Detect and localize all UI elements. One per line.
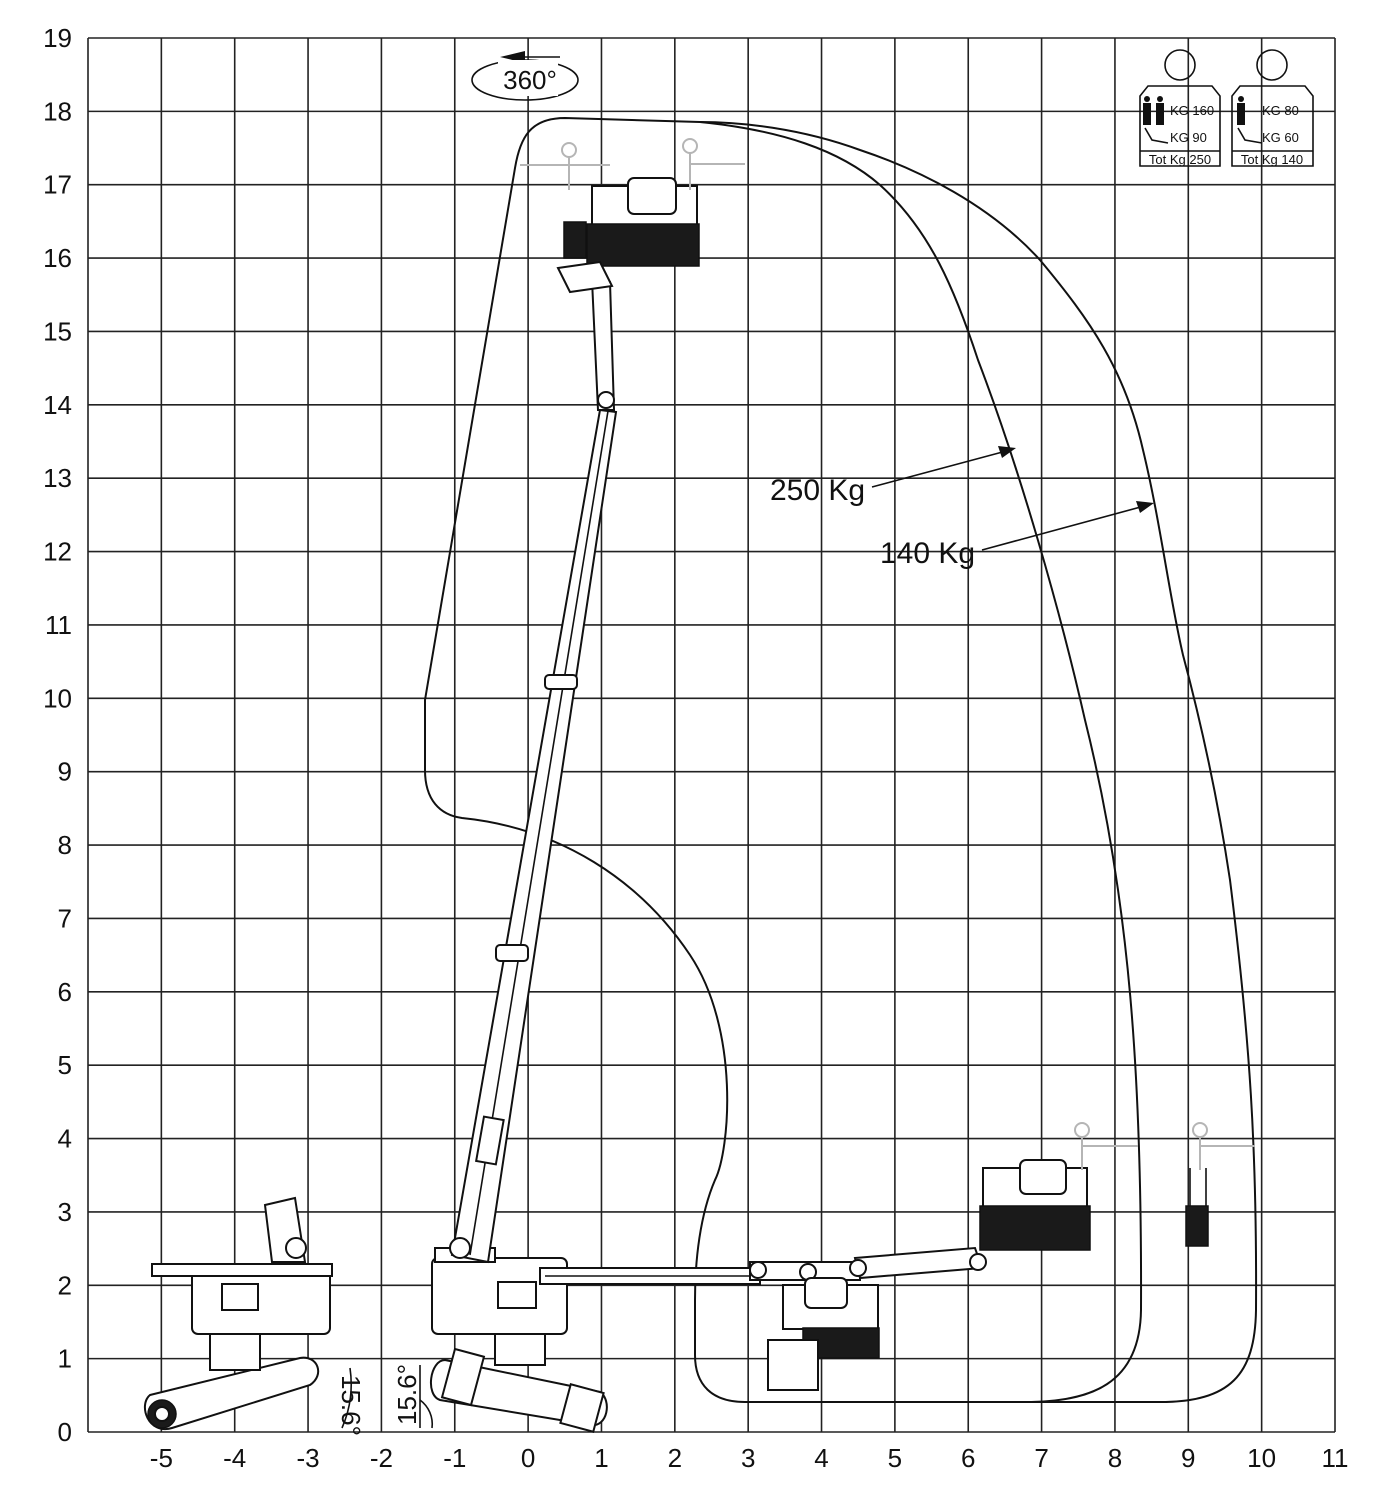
x-tick-label: 8: [1108, 1443, 1122, 1473]
load-panel-line2: KG 60: [1262, 130, 1299, 145]
boom-vertical: [449, 278, 618, 1264]
x-tick-label: -5: [150, 1443, 173, 1473]
x-tick-label: 5: [888, 1443, 902, 1473]
y-tick-label: 1: [58, 1344, 72, 1374]
load-panel-250: KG 160 KG 90 Tot Kg 250: [1139, 49, 1221, 167]
machine-base-slope: [429, 1247, 608, 1433]
slope-angle-label: 15.6°: [392, 1364, 422, 1425]
y-tick-label: 2: [58, 1270, 72, 1300]
y-tick-label: 19: [43, 23, 72, 53]
rotation-symbol: 360°: [471, 51, 579, 101]
slope-angle-left: 15.6°: [336, 1367, 366, 1436]
y-tick-label: 0: [58, 1417, 72, 1447]
x-axis-ticks: -5 -4 -3 -2 -1 0 1 2 3 4 5 6 7 8 9 10 11: [150, 1443, 1349, 1473]
y-tick-label: 16: [43, 243, 72, 273]
label-250kg-group: 250 Kg: [770, 446, 1016, 507]
envelope-label-250kg: 250 Kg: [770, 474, 865, 507]
y-tick-label: 15: [43, 316, 72, 346]
label-140kg-group: 140 Kg: [880, 501, 1154, 570]
x-tick-label: 3: [741, 1443, 755, 1473]
load-panel-140: KG 80 KG 60 Tot Kg 140: [1231, 49, 1314, 167]
y-tick-label: 6: [58, 977, 72, 1007]
envelope-250kg-outline: [424, 116, 1143, 1403]
platform-mid: [979, 1159, 1209, 1251]
rotation-label: 360°: [503, 65, 557, 95]
y-tick-label: 9: [58, 757, 72, 787]
x-tick-label: -2: [370, 1443, 393, 1473]
slope-angle-label: 15.6°: [336, 1375, 366, 1436]
operator-figure: [520, 142, 610, 190]
y-tick-label: 18: [43, 96, 72, 126]
x-tick-label: 9: [1181, 1443, 1195, 1473]
x-tick-label: 6: [961, 1443, 975, 1473]
platform-top: [556, 177, 700, 294]
operator-figure: [1192, 1122, 1255, 1170]
operator-figure: [682, 138, 745, 190]
y-tick-label: 7: [58, 903, 72, 933]
y-tick-label: 12: [43, 537, 72, 567]
load-panel-line2: KG 90: [1170, 130, 1207, 145]
y-tick-label: 17: [43, 170, 72, 200]
y-tick-label: 5: [58, 1050, 72, 1080]
x-tick-label: 0: [521, 1443, 535, 1473]
y-tick-label: 3: [58, 1197, 72, 1227]
x-tick-label: 11: [1322, 1443, 1349, 1473]
y-tick-label: 11: [45, 610, 72, 640]
x-tick-label: 10: [1247, 1443, 1276, 1473]
envelope-140kg-outline: [699, 121, 1258, 1403]
load-panel-total: Tot Kg 250: [1149, 152, 1211, 167]
y-tick-label: 4: [58, 1124, 72, 1154]
x-tick-label: 7: [1034, 1443, 1048, 1473]
x-tick-label: 1: [594, 1443, 608, 1473]
x-tick-label: -4: [223, 1443, 246, 1473]
operator-figure: [1074, 1122, 1138, 1170]
envelope-label-140kg: 140 Kg: [880, 537, 975, 570]
y-tick-label: 14: [43, 390, 72, 420]
machine-stowed-left: [144, 1196, 333, 1431]
y-tick-label: 13: [43, 463, 72, 493]
load-panel-line1: KG 80: [1262, 103, 1299, 118]
x-tick-label: 4: [814, 1443, 828, 1473]
x-tick-label: -1: [443, 1443, 466, 1473]
boom-horizontal: [539, 1246, 987, 1285]
platform-low: [767, 1277, 880, 1391]
x-tick-label: 2: [668, 1443, 682, 1473]
load-panel-line1: KG 160: [1170, 103, 1214, 118]
load-panel-total: Tot Kg 140: [1241, 152, 1303, 167]
operator-figures: [520, 138, 1255, 1170]
slope-angle-right: 15.6°: [392, 1364, 434, 1429]
y-tick-label: 8: [58, 830, 72, 860]
x-tick-label: -3: [296, 1443, 319, 1473]
y-tick-label: 10: [43, 683, 72, 713]
